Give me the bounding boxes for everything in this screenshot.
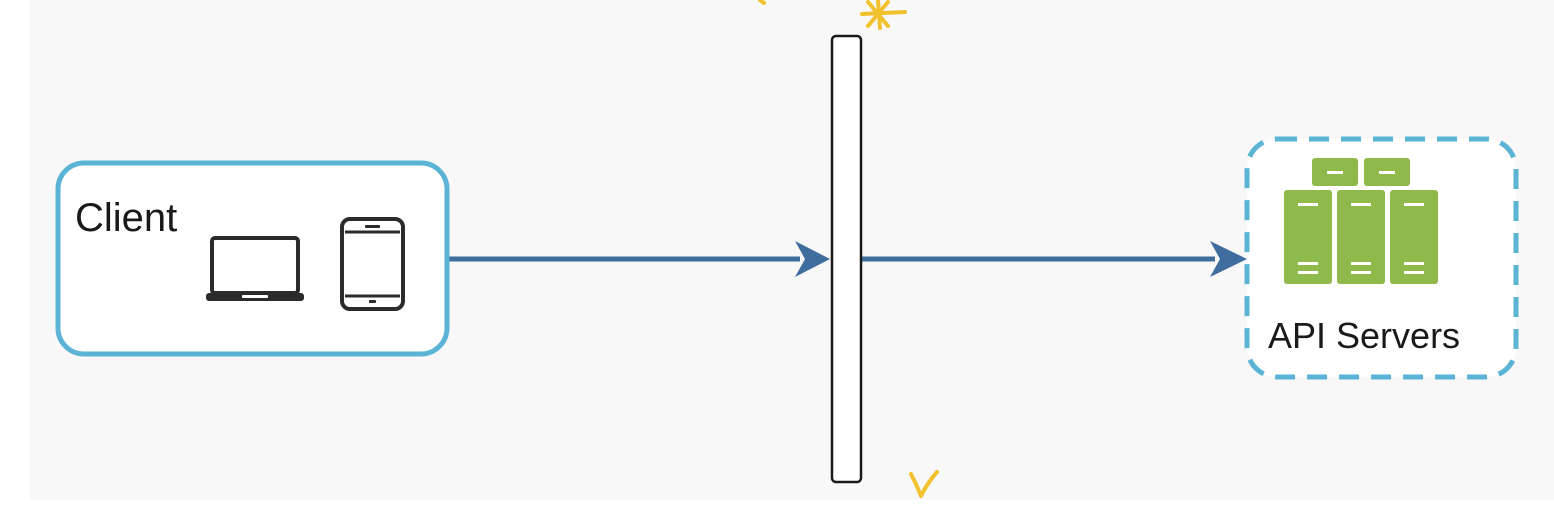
server-rack-detail [1298, 203, 1424, 274]
gateway-bar [830, 34, 863, 484]
annotation-tick-mark [758, 0, 766, 5]
server-rack-icon [1284, 158, 1438, 284]
api-servers-label: API Servers [1268, 315, 1461, 356]
client-box [55, 160, 450, 357]
client-label: Client [75, 196, 178, 240]
laptop-icon [206, 236, 304, 301]
tablet-icon [340, 217, 405, 311]
arrow-gateway-to-servers [862, 241, 1247, 277]
arrow-client-to-gateway [448, 241, 830, 277]
annotation-check-mark [909, 470, 939, 498]
annotation-star-icon [860, 0, 907, 30]
